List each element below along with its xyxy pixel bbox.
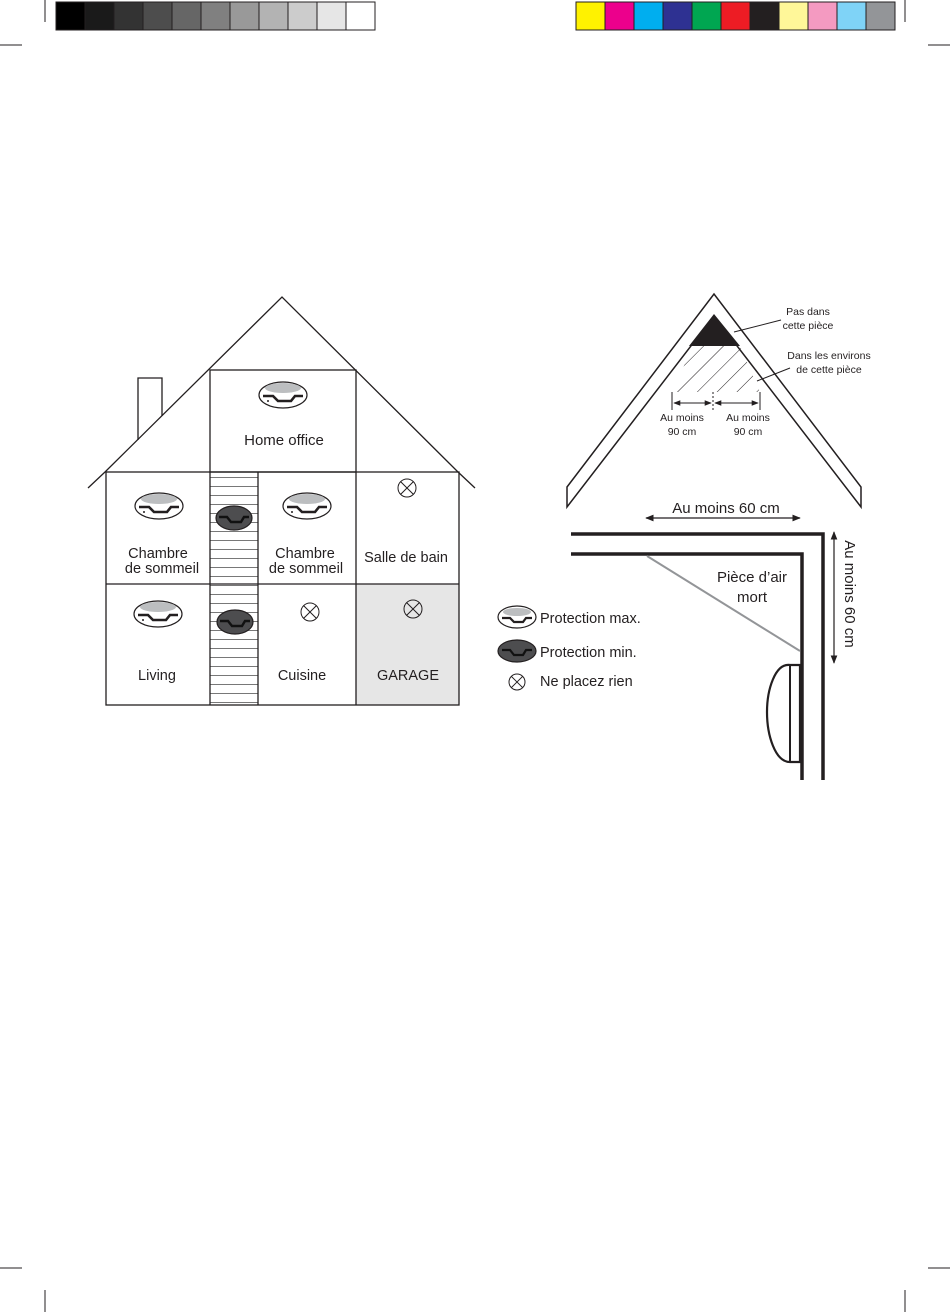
color-swatch: [288, 2, 317, 30]
color-swatch: [346, 2, 375, 30]
right-distance-label: Au moins: [726, 412, 770, 424]
color-swatch: [605, 2, 634, 30]
room-label-bedroom-left: Chambre: [128, 546, 188, 562]
color-swatch: [230, 2, 259, 30]
legend-max-icon: [498, 606, 536, 628]
color-swatch: [259, 2, 288, 30]
color-swatch: [317, 2, 346, 30]
legend-none-label: Ne placez rien: [540, 674, 633, 690]
legend-min-label: Protection min.: [540, 645, 637, 661]
ceiling-corner-diagram: Au moins 60 cm Au moins 60 cm Pièce d’ai…: [571, 500, 858, 780]
room-label-kitchen: Cuisine: [278, 668, 326, 684]
smoke-detector-max-icon: [135, 493, 183, 519]
left-distance-label-line2: 90 cm: [668, 426, 697, 438]
room-label-living: Living: [138, 668, 176, 684]
color-swatch: [85, 2, 114, 30]
color-swatch: [172, 2, 201, 30]
legend-none-icon: [509, 674, 525, 690]
near-room-label: Dans les environs: [787, 350, 870, 362]
color-swatch: [721, 2, 750, 30]
smoke-detector-min-icon: [217, 610, 253, 634]
color-swatch: [866, 2, 895, 30]
room-label-bathroom: Salle de bain: [364, 550, 448, 566]
room-label-bedroom-right: Chambre: [275, 546, 335, 562]
near-room-label-line2: de cette pièce: [796, 364, 862, 376]
right-distance-label-line2: 90 cm: [734, 426, 763, 438]
dead-air-label-line2: mort: [737, 589, 768, 606]
color-swatch: [576, 2, 605, 30]
left-distance-label: Au moins: [660, 412, 704, 424]
legend: Protection max. Protection min. Ne place…: [498, 606, 641, 690]
room-label-bedroom-right-line2: de sommeil: [269, 561, 343, 577]
chimney: [138, 378, 162, 440]
gray-swatch-strip: [56, 2, 375, 30]
wall-detector-icon: [767, 665, 800, 762]
color-swatch: [56, 2, 85, 30]
color-swatch-strip: [576, 2, 895, 30]
color-swatch: [663, 2, 692, 30]
horizontal-distance-label: Au moins 60 cm: [672, 500, 780, 517]
ceiling-inner-line: [571, 554, 802, 780]
color-swatch: [143, 2, 172, 30]
vertical-distance-label: Au moins 60 cm: [841, 540, 858, 648]
no-detector-icon: [301, 603, 319, 621]
room-label-garage: GARAGE: [377, 668, 439, 684]
smoke-detector-max-icon: [283, 493, 331, 519]
color-swatch: [114, 2, 143, 30]
no-detector-icon: [398, 479, 416, 497]
color-swatch: [779, 2, 808, 30]
smoke-detector-max-icon: [259, 382, 307, 408]
smoke-detector-max-icon: [134, 601, 182, 627]
not-in-room-label: Pas dans: [786, 306, 830, 318]
attic-diagram: Pas dans cette pièce Dans les environs d…: [567, 294, 871, 507]
legend-max-label: Protection max.: [540, 611, 641, 627]
dead-air-label: Pièce d’air: [717, 569, 787, 586]
not-in-room-label-line2: cette pièce: [783, 320, 834, 332]
room-label-bedroom-left-line2: de sommeil: [125, 561, 199, 577]
color-swatch: [692, 2, 721, 30]
smoke-detector-min-icon: [216, 506, 252, 530]
color-swatch: [837, 2, 866, 30]
color-swatch: [634, 2, 663, 30]
room-label-home-office: Home office: [244, 432, 324, 449]
color-swatch: [750, 2, 779, 30]
color-swatch: [201, 2, 230, 30]
legend-min-icon: [498, 640, 536, 662]
color-swatch: [808, 2, 837, 30]
